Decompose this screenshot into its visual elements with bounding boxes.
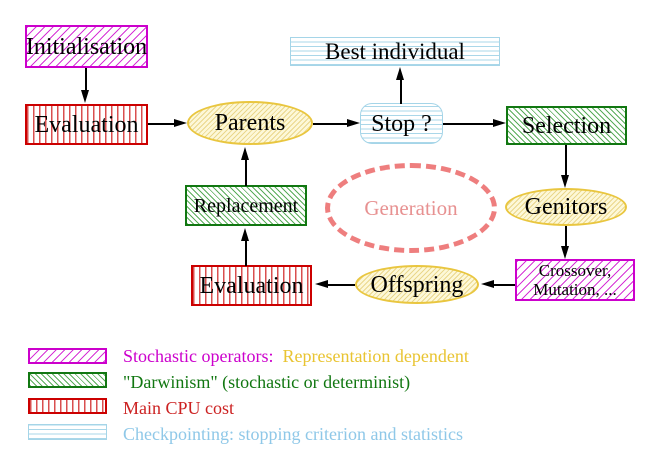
arrow-line bbox=[565, 226, 567, 247]
node-replacement: Replacement bbox=[185, 185, 307, 226]
node-offspring-label: Offspring bbox=[370, 271, 464, 298]
magenta-diagonal-hatch-swatch bbox=[28, 348, 107, 364]
arrowhead-icon bbox=[315, 280, 328, 288]
arrow-line bbox=[245, 241, 247, 266]
arrow-line bbox=[148, 123, 175, 125]
node-crossover-label-line1: Crossover, bbox=[538, 261, 612, 280]
arrowhead-icon bbox=[493, 119, 506, 127]
node-selection: Selection bbox=[506, 106, 627, 145]
node-parents: Parents bbox=[187, 101, 313, 145]
node-best-individual-label: Best individual bbox=[325, 39, 465, 64]
arrowhead-icon bbox=[81, 90, 89, 103]
arrow-line bbox=[565, 145, 567, 176]
arrowhead-icon bbox=[347, 119, 360, 127]
arrow-line bbox=[400, 79, 402, 104]
node-initialisation-label: Initialisation bbox=[25, 33, 148, 60]
node-stop-label: Stop ? bbox=[371, 110, 432, 137]
legend-label-main-cpu-cost: Main CPU cost bbox=[123, 398, 235, 418]
node-evaluation-bottom-label: Evaluation bbox=[199, 272, 304, 299]
node-selection-label: Selection bbox=[521, 112, 612, 139]
legend-label-darwinism: "Darwinism" (stochastic or determinist) bbox=[123, 372, 411, 392]
arrow-line bbox=[327, 284, 355, 286]
arrowhead-icon bbox=[481, 280, 494, 288]
node-genitors: Genitors bbox=[505, 188, 627, 226]
arrowhead-icon bbox=[174, 119, 187, 127]
cyan-horizontal-stripes-swatch bbox=[28, 424, 107, 440]
legend-label-representation-dependent: Representation dependent bbox=[282, 346, 469, 366]
arrow-line bbox=[85, 68, 87, 92]
node-evaluation-top: Evaluation bbox=[25, 104, 148, 145]
legend-row-stochastic: Stochastic operators: Representation depe… bbox=[123, 347, 469, 365]
arrow-line bbox=[443, 123, 494, 125]
legend-label-checkpointing: Checkpointing: stopping criterion and st… bbox=[123, 424, 463, 444]
node-stop: Stop ? bbox=[360, 103, 443, 144]
node-best-individual: Best individual bbox=[290, 37, 500, 66]
node-crossover-label-line2: Mutation, ... bbox=[533, 280, 617, 299]
arrow-line bbox=[245, 160, 247, 186]
arrowhead-icon bbox=[396, 67, 404, 80]
arrowhead-icon bbox=[561, 175, 569, 188]
legend-label-stochastic-operators: Stochastic operators: bbox=[123, 346, 274, 366]
arrowhead-icon bbox=[241, 228, 249, 241]
node-crossover-mutation: Crossover, Mutation, ... bbox=[515, 259, 635, 301]
arrowhead-icon bbox=[561, 246, 569, 259]
node-generation-label: Generation bbox=[364, 195, 458, 220]
arrowhead-icon bbox=[241, 147, 249, 160]
node-offspring: Offspring bbox=[355, 265, 479, 304]
red-vertical-stripes-swatch bbox=[28, 398, 107, 414]
green-diagonal-hatch-swatch bbox=[28, 372, 107, 388]
arrow-line bbox=[313, 123, 348, 125]
arrow-line bbox=[493, 284, 515, 286]
node-parents-label: Parents bbox=[214, 110, 286, 136]
node-genitors-label: Genitors bbox=[524, 194, 608, 220]
generation-dashed-ellipse: Generation bbox=[325, 163, 497, 253]
node-evaluation-bottom: Evaluation bbox=[191, 265, 312, 306]
node-evaluation-top-label: Evaluation bbox=[34, 111, 139, 138]
node-replacement-label: Replacement bbox=[193, 194, 299, 217]
node-initialisation: Initialisation bbox=[25, 25, 148, 68]
